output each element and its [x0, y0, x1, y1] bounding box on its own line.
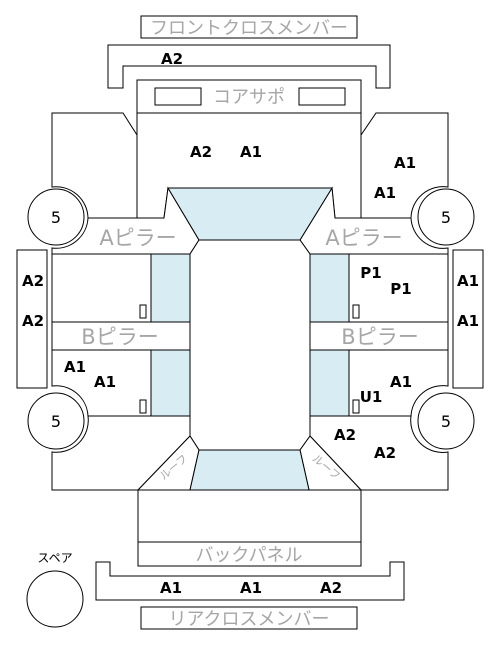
a-pillar-left-label: Aピラー: [99, 226, 176, 250]
spare-label: スペア: [37, 551, 72, 565]
front-door-left-glass: [150, 253, 191, 323]
code-front-door-right-lower: P1: [390, 280, 411, 298]
front-cross-member-label: フロントクロスメンバー: [150, 18, 348, 39]
headlight-left: [154, 87, 202, 106]
code-rear-bumper-3: A2: [320, 579, 342, 597]
code-rear-door-right-upper: A1: [390, 373, 412, 391]
front-door-right-glass: [309, 253, 350, 323]
wheel-front-left-value: 5: [51, 208, 61, 227]
b-pillar-left: [51, 321, 191, 351]
wheel-rear-right: [417, 392, 475, 450]
wheel-rear-right-value: 5: [441, 412, 451, 431]
wheel-rear-left-value: 5: [51, 412, 61, 431]
core-support-label: コアサポ: [213, 87, 285, 108]
front-door-left-handle: [139, 304, 147, 319]
rear-door-left-glass: [150, 349, 191, 417]
code-fender-right-lower: A1: [374, 184, 396, 202]
code-step-left-upper: A2: [22, 272, 44, 290]
rear-door-left-handle: [139, 399, 147, 414]
code-front-door-right-upper: P1: [360, 264, 381, 282]
roof: [189, 239, 311, 451]
wheel-front-right-value: 5: [441, 208, 451, 227]
code-fender-right-upper: A1: [394, 154, 416, 172]
wheel-front-right: [417, 188, 475, 246]
back-panel-label: バックパネル: [195, 545, 302, 566]
code-rear-door-right-lower: U1: [360, 388, 383, 406]
wheel-rear-left: [27, 392, 85, 450]
spare-tire: [26, 570, 84, 628]
back-panel-box: [137, 541, 362, 567]
b-pillar-right: [309, 321, 449, 351]
front-door-right-handle: [352, 304, 360, 319]
b-pillar-right-label: Bピラー: [341, 325, 418, 349]
front-cross-member-box: [140, 15, 358, 39]
code-quarter-right-lower: A2: [374, 444, 396, 462]
rear-door-right-glass: [309, 349, 350, 417]
wheel-front-left: [27, 188, 85, 246]
code-hood-left: A2: [190, 143, 212, 161]
code-step-right-upper: A1: [457, 272, 479, 290]
rear-quarter-right: [309, 415, 449, 491]
code-front-bumper: A2: [161, 50, 183, 68]
trunk-lid: [137, 489, 362, 543]
headlight-right: [298, 87, 346, 106]
code-rear-bumper-1: A1: [160, 579, 182, 597]
code-rear-door-left-lower: A1: [94, 373, 116, 391]
code-quarter-right-upper: A2: [334, 426, 356, 444]
rear-bumper: [95, 561, 405, 601]
rear-cross-member-label: リアクロスメンバー: [168, 609, 329, 630]
rear-cross-member-box: [140, 606, 358, 630]
rear-door-right-handle: [352, 399, 360, 414]
b-pillar-left-label: Bピラー: [81, 325, 158, 349]
code-step-right-lower: A1: [457, 312, 479, 330]
side-step-left: [16, 249, 48, 389]
code-step-left-lower: A2: [22, 312, 44, 330]
rear-glass: [189, 449, 310, 491]
code-hood-right: A1: [240, 143, 262, 161]
a-pillar-right-label: Aピラー: [325, 226, 402, 250]
code-rear-door-left-upper: A1: [64, 358, 86, 376]
front-bumper: [107, 44, 391, 89]
side-step-right: [452, 249, 484, 389]
code-rear-bumper-2: A1: [240, 579, 262, 597]
